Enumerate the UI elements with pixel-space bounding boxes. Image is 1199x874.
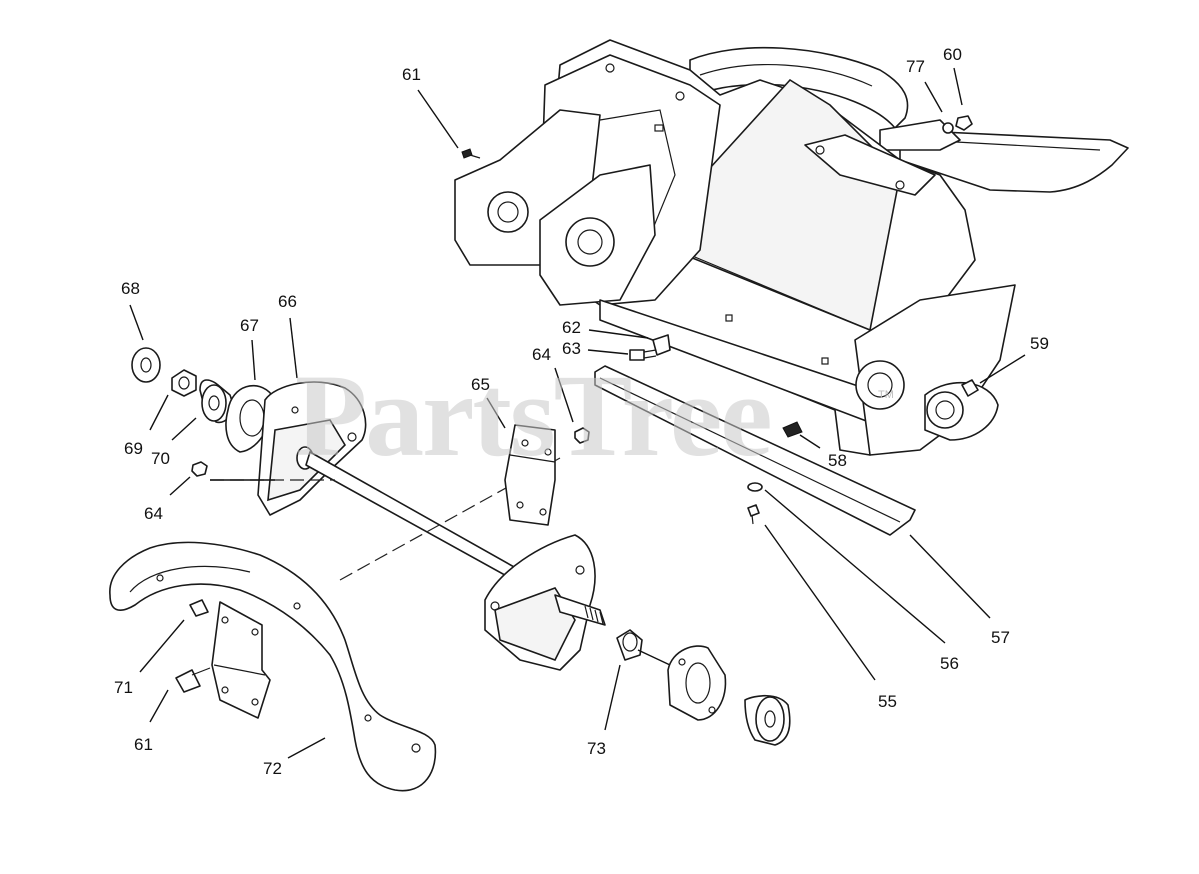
center-bracket	[504, 424, 590, 526]
callout-73: 73	[587, 739, 606, 758]
callout-69: 69	[124, 439, 143, 458]
callout-56: 56	[940, 654, 959, 673]
flight-bracket	[175, 599, 271, 719]
callout-65: 65	[471, 375, 490, 394]
right-flange-bearing	[667, 645, 791, 746]
callout-68: 68	[121, 279, 140, 298]
callout-61-bottom: 61	[134, 735, 153, 754]
right-impeller	[484, 534, 606, 671]
callout-60: 60	[943, 45, 962, 64]
callout-labels: 61 77 60 68 67 66 62 63 64 65 59 58 69 7…	[114, 45, 1049, 778]
watermark: PartsTree TM	[295, 350, 894, 481]
left-bearing-stack	[131, 347, 367, 516]
callout-63: 63	[562, 339, 581, 358]
callout-64-mid: 64	[532, 345, 551, 364]
callout-55: 55	[878, 692, 897, 711]
auger-housing	[454, 39, 1129, 456]
callout-58: 58	[828, 451, 847, 470]
callout-61-top: 61	[402, 65, 421, 84]
scraper-bar	[594, 365, 916, 536]
watermark-tm: TM	[878, 389, 894, 401]
fasteners-housing	[461, 115, 979, 525]
auger-flight	[109, 541, 437, 792]
callout-62: 62	[562, 318, 581, 337]
callout-71: 71	[114, 678, 133, 697]
callout-70: 70	[151, 449, 170, 468]
leader-lines	[129, 67, 1026, 759]
watermark-text: PartsTree	[295, 350, 771, 481]
callout-67: 67	[240, 316, 259, 335]
callout-57: 57	[991, 628, 1010, 647]
callout-77: 77	[906, 57, 925, 76]
callout-59: 59	[1030, 334, 1049, 353]
callout-72: 72	[263, 759, 282, 778]
callout-66: 66	[278, 292, 297, 311]
callout-64-left: 64	[144, 504, 163, 523]
bushing	[616, 629, 671, 666]
